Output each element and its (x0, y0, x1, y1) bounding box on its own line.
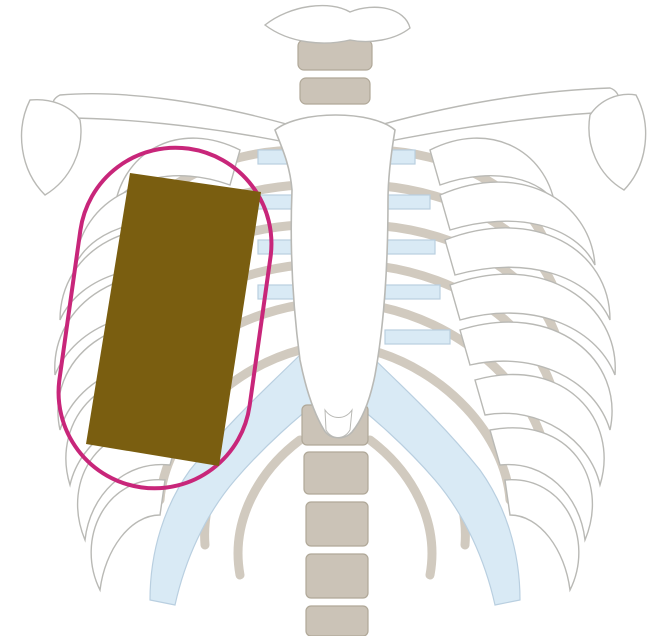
rib-cage-diagram (0, 0, 666, 636)
